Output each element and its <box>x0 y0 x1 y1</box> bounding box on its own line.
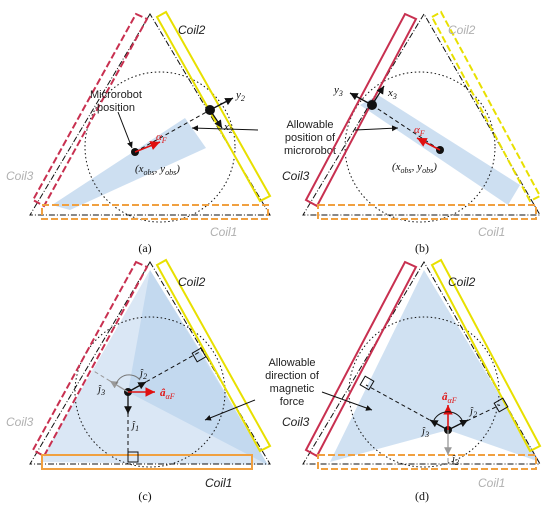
allowable-position-line3: microrobot <box>284 145 336 157</box>
coil2-label-a: Coil2 <box>178 23 206 37</box>
alpha-label-b: αF <box>414 124 425 138</box>
microrobot-label-line2: position <box>97 102 135 114</box>
coil2-a <box>155 10 272 203</box>
right-angle-d2 <box>493 397 509 413</box>
j3-arrow-c <box>109 380 129 393</box>
coil2-d <box>430 258 542 453</box>
coil2-label-c: Coil2 <box>178 275 206 289</box>
caption-c: (c) <box>138 489 151 503</box>
caption-d: (d) <box>415 489 429 503</box>
coil3-label-d: Coil3 <box>282 415 310 429</box>
j3-arrow-d <box>429 419 449 431</box>
coil1-label-c: Coil1 <box>205 476 232 490</box>
leader-direction-d <box>321 391 373 411</box>
y2-arrow <box>209 97 234 111</box>
coil2-b <box>430 10 542 203</box>
alpha-label-a: αF <box>156 131 167 145</box>
panel-a: Coil2 Coil3 Coil1 Microrobot position y2… <box>6 10 272 255</box>
allowable-direction-line1: Allowable <box>268 357 315 369</box>
obs-label-a: (xobs, yobs) <box>135 163 180 177</box>
triangle-outline-c <box>29 261 271 465</box>
coil2-label-b: Coil2 <box>448 23 476 37</box>
microrobot-label-line1: Microrobot <box>90 89 142 101</box>
j2-label-c: ĵ2 <box>138 367 147 381</box>
y2-label: y2 <box>235 89 245 103</box>
panel-d: Coil2 Coil3 Coil1 ĵ3 ĵ2 ĵ3 âαF (d) <box>282 258 542 503</box>
leader-microrobot <box>117 111 133 149</box>
axis-line-a <box>134 109 211 153</box>
j3-label-c: ĵ3 <box>96 383 105 397</box>
allowable-triangle-c <box>40 270 268 465</box>
coil2-c <box>155 258 272 453</box>
allowable-region-a <box>52 118 206 210</box>
allowable-direction-line4: force <box>280 396 304 408</box>
triangle-outline-a <box>29 13 271 216</box>
leader-direction-c <box>204 399 256 421</box>
angle-arc-d <box>433 411 463 421</box>
force-arrow-b <box>416 137 441 151</box>
j1-label: ĵ1 <box>130 419 139 433</box>
right-angle-c1 <box>191 347 207 363</box>
coil2-label-d: Coil2 <box>448 275 476 289</box>
coil1-b <box>317 204 537 220</box>
ahat-label-d: âαF <box>442 391 457 405</box>
coil1-c <box>41 454 253 470</box>
workspace-circle-b <box>344 71 496 223</box>
right-angle-c2 <box>127 451 139 463</box>
obs-label-b: (xobs, yobs) <box>392 161 437 175</box>
j3-label-d: ĵ3 <box>420 425 429 439</box>
panel-c: Coil2 Coil3 Coil1 ĵ1 ĵ2 ĵ3 âαF (c) <box>6 258 272 503</box>
triangle-outline-b <box>302 13 541 216</box>
workspace-circle-a <box>84 71 236 223</box>
allowable-direction-line2: direction of <box>265 370 320 382</box>
leader-allowable-b <box>354 125 399 132</box>
workspace-circle-c <box>74 316 226 468</box>
j1-label-d: ĵ3 <box>450 453 459 467</box>
coil1-a <box>41 204 269 220</box>
triangle-outline-d <box>302 261 541 465</box>
allowable-direction-line3: magnetic <box>270 383 315 395</box>
x2-label: x2 <box>223 121 233 135</box>
caption-a: (a) <box>138 241 151 255</box>
coil3-label-a: Coil3 <box>6 169 34 183</box>
x2-arrow <box>209 109 223 129</box>
coil3-c <box>31 260 149 458</box>
j2-label-d: ĵ2 <box>468 405 477 419</box>
coil1-d <box>317 454 537 470</box>
coil1-label-d: Coil1 <box>478 476 505 490</box>
panel-b: Coil2 Coil3 Coil1 y3 x3 αF (xobs, yobs) … <box>282 10 542 255</box>
j2-arrow-d <box>447 419 469 431</box>
allowable-region-d <box>330 270 540 462</box>
y3-label: y3 <box>333 84 343 98</box>
coil1-label-b: Coil1 <box>478 225 505 239</box>
leader-allowable-a <box>191 125 259 132</box>
x3-arrow <box>371 85 385 106</box>
force-arrow-a <box>134 141 161 153</box>
y3-arrow <box>349 92 373 106</box>
coil3-label-c: Coil3 <box>6 415 34 429</box>
ahat-label-c: âαF <box>160 387 175 401</box>
caption-b: (b) <box>415 241 429 255</box>
allowable-position-line1: Allowable <box>286 119 333 131</box>
allowable-position-line2: position of <box>285 132 336 144</box>
x3-label: x3 <box>387 87 397 101</box>
coil3-label-b: Coil3 <box>282 169 310 183</box>
j2-arrow <box>127 381 147 393</box>
angle-arc-c <box>115 374 141 385</box>
right-angle-d1 <box>359 375 375 391</box>
coil1-label-a: Coil1 <box>210 225 237 239</box>
